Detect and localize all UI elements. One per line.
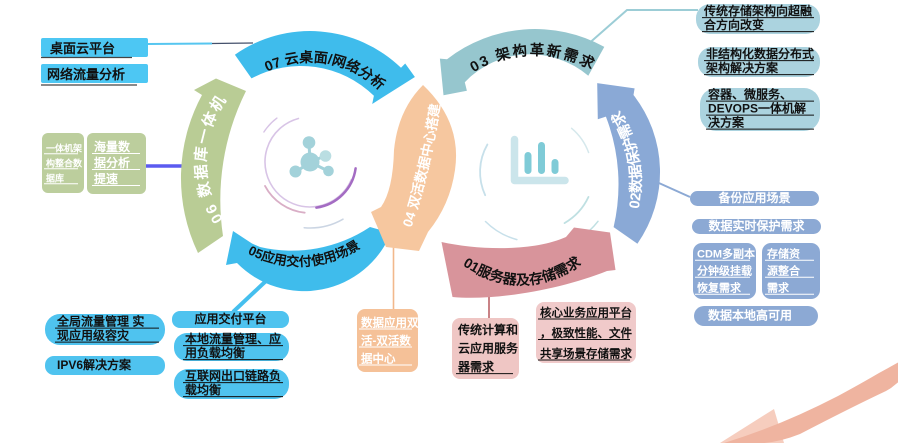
svg-text:器需求: 器需求	[457, 359, 495, 374]
svg-text:传统计算和: 传统计算和	[457, 322, 518, 337]
svg-text:合方向改变: 合方向改变	[704, 17, 764, 32]
svg-text:载均衡: 载均衡	[185, 382, 221, 397]
svg-text:CDM多副本: CDM多副本	[697, 247, 755, 261]
svg-text:全局流量管理 实: 全局流量管理 实	[56, 314, 144, 329]
svg-text:网络流量分析: 网络流量分析	[47, 67, 125, 82]
svg-text:本地流量管理、应: 本地流量管理、应	[185, 331, 281, 346]
svg-text:分钟级挂载: 分钟级挂载	[697, 264, 752, 278]
svg-text:构整合数: 构整合数	[46, 157, 83, 168]
svg-text:数据应用双: 数据应用双	[361, 316, 419, 330]
svg-text:云应用服务: 云应用服务	[458, 341, 519, 356]
svg-text:桌面云平台: 桌面云平台	[50, 41, 115, 56]
svg-text:现应用级容灾: 现应用级容灾	[57, 328, 130, 343]
svg-text:一体机架: 一体机架	[46, 142, 82, 153]
svg-text:用负载均衡: 用负载均衡	[184, 345, 245, 360]
svg-text:源整合: 源整合	[767, 264, 801, 278]
svg-text:据库: 据库	[46, 172, 64, 183]
svg-text:传统存储架构向超融: 传统存储架构向超融	[703, 3, 812, 18]
svg-text:据中心: 据中心	[361, 352, 396, 366]
svg-text:数据实时保护需求: 数据实时保护需求	[708, 218, 805, 233]
svg-text:架构解决方案: 架构解决方案	[705, 60, 779, 75]
svg-text:IPV6解决方案: IPV6解决方案	[57, 357, 132, 372]
svg-text:海量数: 海量数	[94, 139, 131, 154]
svg-text:决方案: 决方案	[708, 115, 745, 130]
svg-text:恢复需求: 恢复需求	[697, 281, 742, 295]
svg-text:，极致性能、文件: ，极致性能、文件	[540, 326, 632, 340]
svg-text:互联网出口链路负: 互联网出口链路负	[185, 368, 281, 383]
svg-text:备份应用场景: 备份应用场景	[717, 190, 790, 205]
svg-text:需求: 需求	[767, 281, 790, 295]
svg-text:共享场景存储需求: 共享场景存储需求	[540, 347, 632, 361]
svg-text:提速: 提速	[94, 171, 118, 186]
svg-text:容器、微服务、: 容器、微服务、	[707, 87, 792, 102]
svg-text:数据本地高可用: 数据本地高可用	[708, 308, 792, 323]
svg-text:DEVOPS一体机解: DEVOPS一体机解	[708, 101, 806, 116]
svg-text:据分析: 据分析	[94, 155, 130, 170]
svg-text:存储资: 存储资	[767, 247, 800, 261]
svg-text:活-双活数: 活-双活数	[361, 334, 411, 348]
svg-text:非结构化数据分布式: 非结构化数据分布式	[706, 46, 814, 61]
svg-text:核心业务应用平台: 核心业务应用平台	[540, 306, 632, 320]
svg-text:应用交付平台: 应用交付平台	[194, 311, 266, 326]
